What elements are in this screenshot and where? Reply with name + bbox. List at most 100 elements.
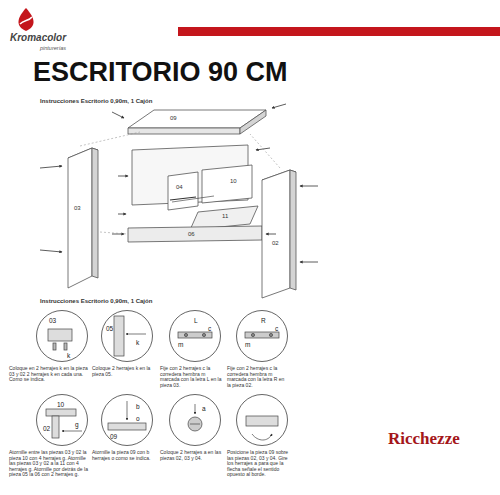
screw <box>40 104 318 262</box>
drawer-slide <box>172 196 214 202</box>
logo-icon <box>20 17 32 24</box>
desk-panel <box>290 170 296 290</box>
guide-line <box>80 132 140 146</box>
screw <box>112 112 124 118</box>
red-band <box>178 27 500 36</box>
logo-icon <box>18 8 33 31</box>
step-circle: Atornille la pieza 09 con b herrajes o c… <box>101 394 153 446</box>
part-number: 02 <box>272 240 279 247</box>
callout-letter: o <box>136 415 140 422</box>
drawer-slide <box>170 197 196 200</box>
step-icon <box>53 343 56 350</box>
step-circle: Fije con 2 herrajes c la corredera hembr… <box>236 310 288 362</box>
step-icon <box>127 401 128 420</box>
step-circle: Fije con 2 herrajes c la corredera hembr… <box>169 310 221 362</box>
desk-panel <box>128 226 262 242</box>
step-icon <box>184 333 187 336</box>
callout-letter: L <box>194 317 198 324</box>
part-number: 03 <box>74 205 81 212</box>
screw <box>118 214 126 215</box>
step-icon <box>195 404 196 414</box>
desk-panel <box>92 148 98 278</box>
step-icon <box>52 416 59 438</box>
logo-icon <box>18 8 33 31</box>
step-caption: Atornille la pieza 09 con b herrajes o c… <box>92 450 154 461</box>
brand-name: Ricchezze <box>388 430 460 449</box>
desk-panel <box>68 148 92 288</box>
callout-letter: m <box>245 341 250 348</box>
step-caption: Fije con 2 herrajes c la corredera hembr… <box>227 366 289 388</box>
page-title: ESCRITORIO 90 CM <box>33 58 288 88</box>
step-icon <box>126 334 146 335</box>
screw <box>272 104 286 108</box>
drawer-slide <box>170 196 214 202</box>
callout-letter: k <box>136 339 139 346</box>
step-caption: Posicione la pieza 09 sobre las piezas 0… <box>227 450 289 478</box>
screw <box>300 262 318 263</box>
desk-panel <box>168 172 198 210</box>
section-heading: Instrucciones Escritorio 0,90m, 1 Cajón <box>40 298 152 305</box>
step-icon <box>114 316 124 356</box>
guide-line <box>80 132 280 234</box>
callout-letter: R <box>261 317 266 324</box>
step-icon <box>190 424 200 425</box>
step-icon <box>202 333 205 336</box>
callout-letter: 03 <box>49 317 56 324</box>
step-caption: Fije con 2 herrajes c la corredera hembr… <box>160 366 222 388</box>
desk-panel <box>128 128 240 134</box>
step-circle: Atornille entre las piezas 03 y 02 la pi… <box>36 394 88 446</box>
step-icon <box>246 416 278 426</box>
section-heading: Instrucciones Escritorio 0,90m, 1 Cajón <box>40 98 152 105</box>
brand-tagline: pinturerías <box>40 45 66 51</box>
step-icon <box>62 431 82 432</box>
screw <box>300 186 318 187</box>
screw <box>112 234 124 235</box>
callout-letter: a <box>202 405 206 412</box>
step-circle: Posicione la pieza 09 sobre las piezas 0… <box>236 394 288 446</box>
callout-letter: m <box>178 341 183 348</box>
part-number: 06 <box>188 231 195 238</box>
desk-panel <box>202 165 252 203</box>
desk-panel <box>68 110 296 298</box>
part-number: 09 <box>170 115 177 122</box>
callout-letter: g <box>75 421 79 428</box>
step-icon <box>251 333 254 336</box>
step-caption: Coloque 2 herrajes a en las piezas 02, 0… <box>160 450 222 461</box>
guide-line <box>100 232 128 234</box>
step-caption: Coloque en 2 herrajes k en la pieza 03 y… <box>9 366 89 383</box>
callout-letter: 10 <box>57 401 64 408</box>
step-caption: Coloque 2 herrajes k en la pieza 05. <box>92 366 154 377</box>
desk-panel <box>262 170 290 298</box>
step-icon <box>188 417 202 431</box>
callout-letter: k <box>67 352 70 359</box>
callout-letter: 05 <box>106 325 113 332</box>
screw <box>118 176 128 177</box>
callout-letter: c <box>208 325 211 332</box>
screw <box>40 166 62 168</box>
screw <box>40 250 62 252</box>
guide-line <box>250 134 280 168</box>
callout-letter: 02 <box>43 425 50 432</box>
step-icon <box>64 343 67 350</box>
step-icon <box>269 333 272 336</box>
screw <box>266 234 276 235</box>
part-number: 11 <box>222 213 228 220</box>
callout-letter: b <box>136 403 140 410</box>
callout-letter: c <box>275 325 278 332</box>
brand-name: Kromacolor <box>10 32 66 43</box>
step-icon <box>48 329 72 341</box>
step-icon <box>245 332 279 338</box>
part-number: 10 <box>230 178 237 185</box>
part-number: 04 <box>176 184 183 191</box>
step-caption: Atornille entre las piezas 03 y 02 la pi… <box>9 450 89 478</box>
callout-letter: 09 <box>110 433 117 440</box>
step-circle: Coloque en 2 herrajes k en la pieza 03 y… <box>36 310 88 362</box>
step-icon <box>46 409 76 416</box>
step-icon <box>252 434 272 440</box>
step-circle: Coloque 2 herrajes a en las piezas 02, 0… <box>169 394 221 446</box>
step-icon <box>178 332 212 338</box>
step-circle: Coloque 2 herrajes k en la pieza 05.05k <box>101 310 153 362</box>
desk-panel <box>240 110 266 134</box>
step-icon <box>108 423 146 430</box>
